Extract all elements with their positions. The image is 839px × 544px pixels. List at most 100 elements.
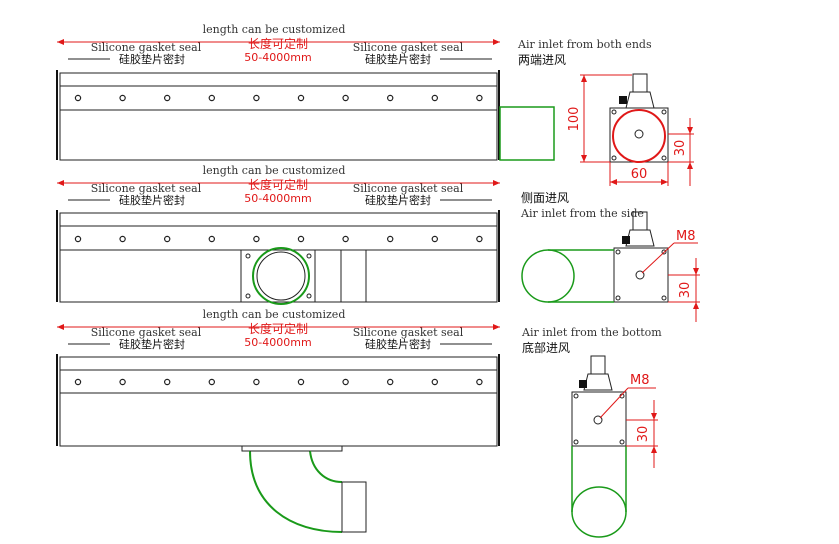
arrow-left-icon [57,324,64,330]
corner-bolt [615,295,621,301]
m8-leader [599,387,629,419]
bolt-hole [431,378,438,386]
gasket-right-en: Silicone gasket seal [353,182,464,195]
bolt-hole [208,94,215,102]
fitting-nut [579,380,587,388]
fitting-cone [583,373,613,391]
bolt-hole [253,378,260,386]
arrow-up-icon [687,162,693,169]
bolt-hole [387,378,394,386]
arrow-right-icon [493,39,500,45]
arrow-right-icon [493,324,500,330]
bolt-hole [74,235,82,243]
air-inlet-pipe [499,106,555,161]
arrow-down-icon [693,268,699,275]
elbow-outer [249,450,343,533]
unit-top: length can be customized 长度可定制 50-4000mm… [56,23,555,161]
arrow-down-icon [581,155,587,162]
end-housing [571,391,627,447]
side-pipe-end [547,249,575,303]
dim-offset-value: 30 [636,426,651,443]
view-side: 侧面进风 Air inlet from the side M8 30 [520,191,700,322]
length-range: 50-4000mm [244,192,311,205]
bolt-hole [297,378,305,386]
bolt-hole [253,235,260,243]
view-title-en: Air inlet from both ends [517,38,652,51]
corner-bolt [573,439,579,445]
gasket-left-en: Silicone gasket seal [91,326,202,339]
length-label-cn: 长度可定制 [248,36,308,51]
arrow-left-icon [57,180,64,186]
corner-bolt [611,155,617,161]
elbow-inner [309,450,343,483]
thread-value: M8 [676,229,696,244]
gasket-left-cn: 硅胶垫片密封 [119,193,185,207]
view-title-cn: 两端进风 [518,53,566,67]
corner-bolt [611,109,617,115]
side-inlet-rib [340,249,367,303]
side-inlet-bore [256,251,306,301]
knife-body [59,72,498,161]
dim-offset-value: 30 [678,282,693,299]
dim-width-value: 60 [631,167,648,182]
arrow-right-icon [661,179,668,185]
arrow-down-icon [651,413,657,420]
arrow-left-icon [57,39,64,45]
bottom-pipe-end [571,486,627,513]
corner-bolt [661,295,667,301]
corner-bolt [615,249,621,255]
view-title-en: Air inlet from the side [520,207,644,220]
gasket-left-cn: 硅胶垫片密封 [119,337,185,351]
bolt-hole [431,235,438,243]
bolt-hole [431,94,438,102]
corner-bolt [661,109,667,115]
bolt-hole [163,94,171,102]
bolt-hole [208,378,215,386]
bolt-hole [297,94,305,102]
view-title-cn: 侧面进风 [521,191,569,205]
bolt-hole-row [74,235,483,243]
flange-bolt [245,293,251,299]
bolt-hole-row [74,94,483,102]
view-both-ends: Air inlet from both ends 两端进风 100 60 [517,38,694,186]
length-label-cn: 长度可定制 [248,177,308,192]
arrow-up-icon [581,75,587,82]
dim-offset-value: 30 [673,140,688,157]
unit-middle: length can be customized 长度可定制 50-4000mm… [56,164,500,305]
gasket-right-cn: 硅胶垫片密封 [365,52,431,66]
gasket-left-cn: 硅胶垫片密封 [119,52,185,66]
bottom-inlet-flange [241,445,343,452]
dim-height-value: 100 [567,107,582,132]
corner-bolt [661,249,667,255]
m8-hole [593,415,603,425]
gasket-left-en: Silicone gasket seal [91,41,202,54]
bolt-hole [297,235,305,243]
flange-bolt [306,253,312,259]
arrow-right-icon [493,180,500,186]
thread-value: M8 [630,373,650,388]
corner-bolt [619,439,625,445]
bolt-hole [342,235,349,243]
inlet-circle [612,109,666,163]
bolt-hole [163,235,171,243]
corner-bolt [573,393,579,399]
elbow-outlet [341,481,367,533]
gasket-right-en: Silicone gasket seal [353,41,464,54]
bolt-hole [74,378,82,386]
m8-hole [635,270,645,280]
gasket-right-cn: 硅胶垫片密封 [365,193,431,207]
bolt-hole [163,378,171,386]
gasket-right-cn: 硅胶垫片密封 [365,337,431,351]
length-range: 50-4000mm [244,336,311,349]
bolt-hole [476,378,483,386]
gasket-right-en: Silicone gasket seal [353,326,464,339]
corner-bolt [661,155,667,161]
bolt-hole [387,94,394,102]
bolt-hole [253,94,260,102]
flange-bolt [245,253,251,259]
fitting-body [590,355,606,375]
unit-bottom: length can be customized 长度可定制 50-4000mm… [56,308,500,533]
fitting-cone [625,91,655,109]
fitting-body [632,73,648,93]
